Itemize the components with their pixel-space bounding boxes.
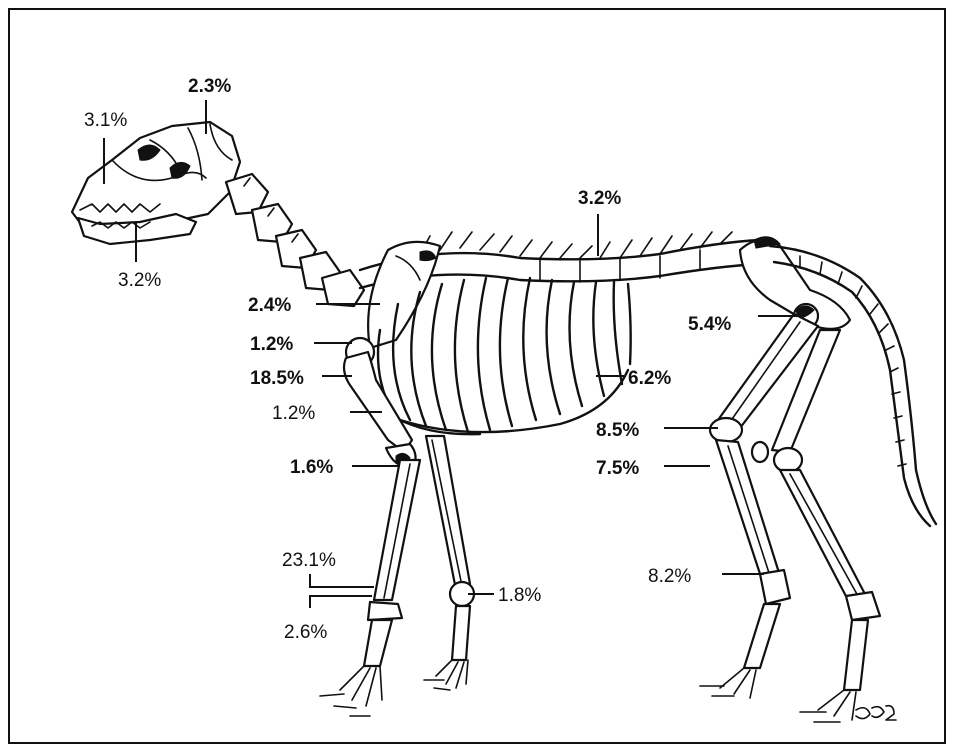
label-carpus: 2.6% bbox=[284, 622, 327, 643]
skull bbox=[72, 122, 240, 244]
label-scapula: 2.4% bbox=[248, 295, 291, 316]
label-ribs: 6.2% bbox=[628, 368, 671, 389]
label-stifle: 7.5% bbox=[596, 458, 639, 479]
label-shoulder: 1.2% bbox=[250, 334, 293, 355]
label-elbow: 1.2% bbox=[272, 403, 315, 424]
label-femur: 8.5% bbox=[596, 420, 639, 441]
leader-radius bbox=[310, 574, 374, 587]
label-pelvis: 5.4% bbox=[688, 314, 731, 335]
artist-signature bbox=[856, 706, 896, 720]
label-humerus: 18.5% bbox=[250, 368, 304, 389]
forelimbs bbox=[320, 338, 474, 716]
label-spine: 3.2% bbox=[578, 188, 621, 209]
label-radius: 23.1% bbox=[282, 550, 336, 571]
label-fore-paw: 1.8% bbox=[498, 585, 541, 606]
label-skull-top: 2.3% bbox=[188, 76, 231, 97]
leader-carpus bbox=[310, 596, 372, 608]
label-tibia: 8.2% bbox=[648, 566, 691, 587]
neck-vertebrae bbox=[226, 174, 364, 306]
label-forearm-upper: 1.6% bbox=[290, 457, 333, 478]
hindlimbs bbox=[700, 237, 880, 722]
label-skull-nose: 3.1% bbox=[84, 110, 127, 131]
label-mandible: 3.2% bbox=[118, 270, 161, 291]
